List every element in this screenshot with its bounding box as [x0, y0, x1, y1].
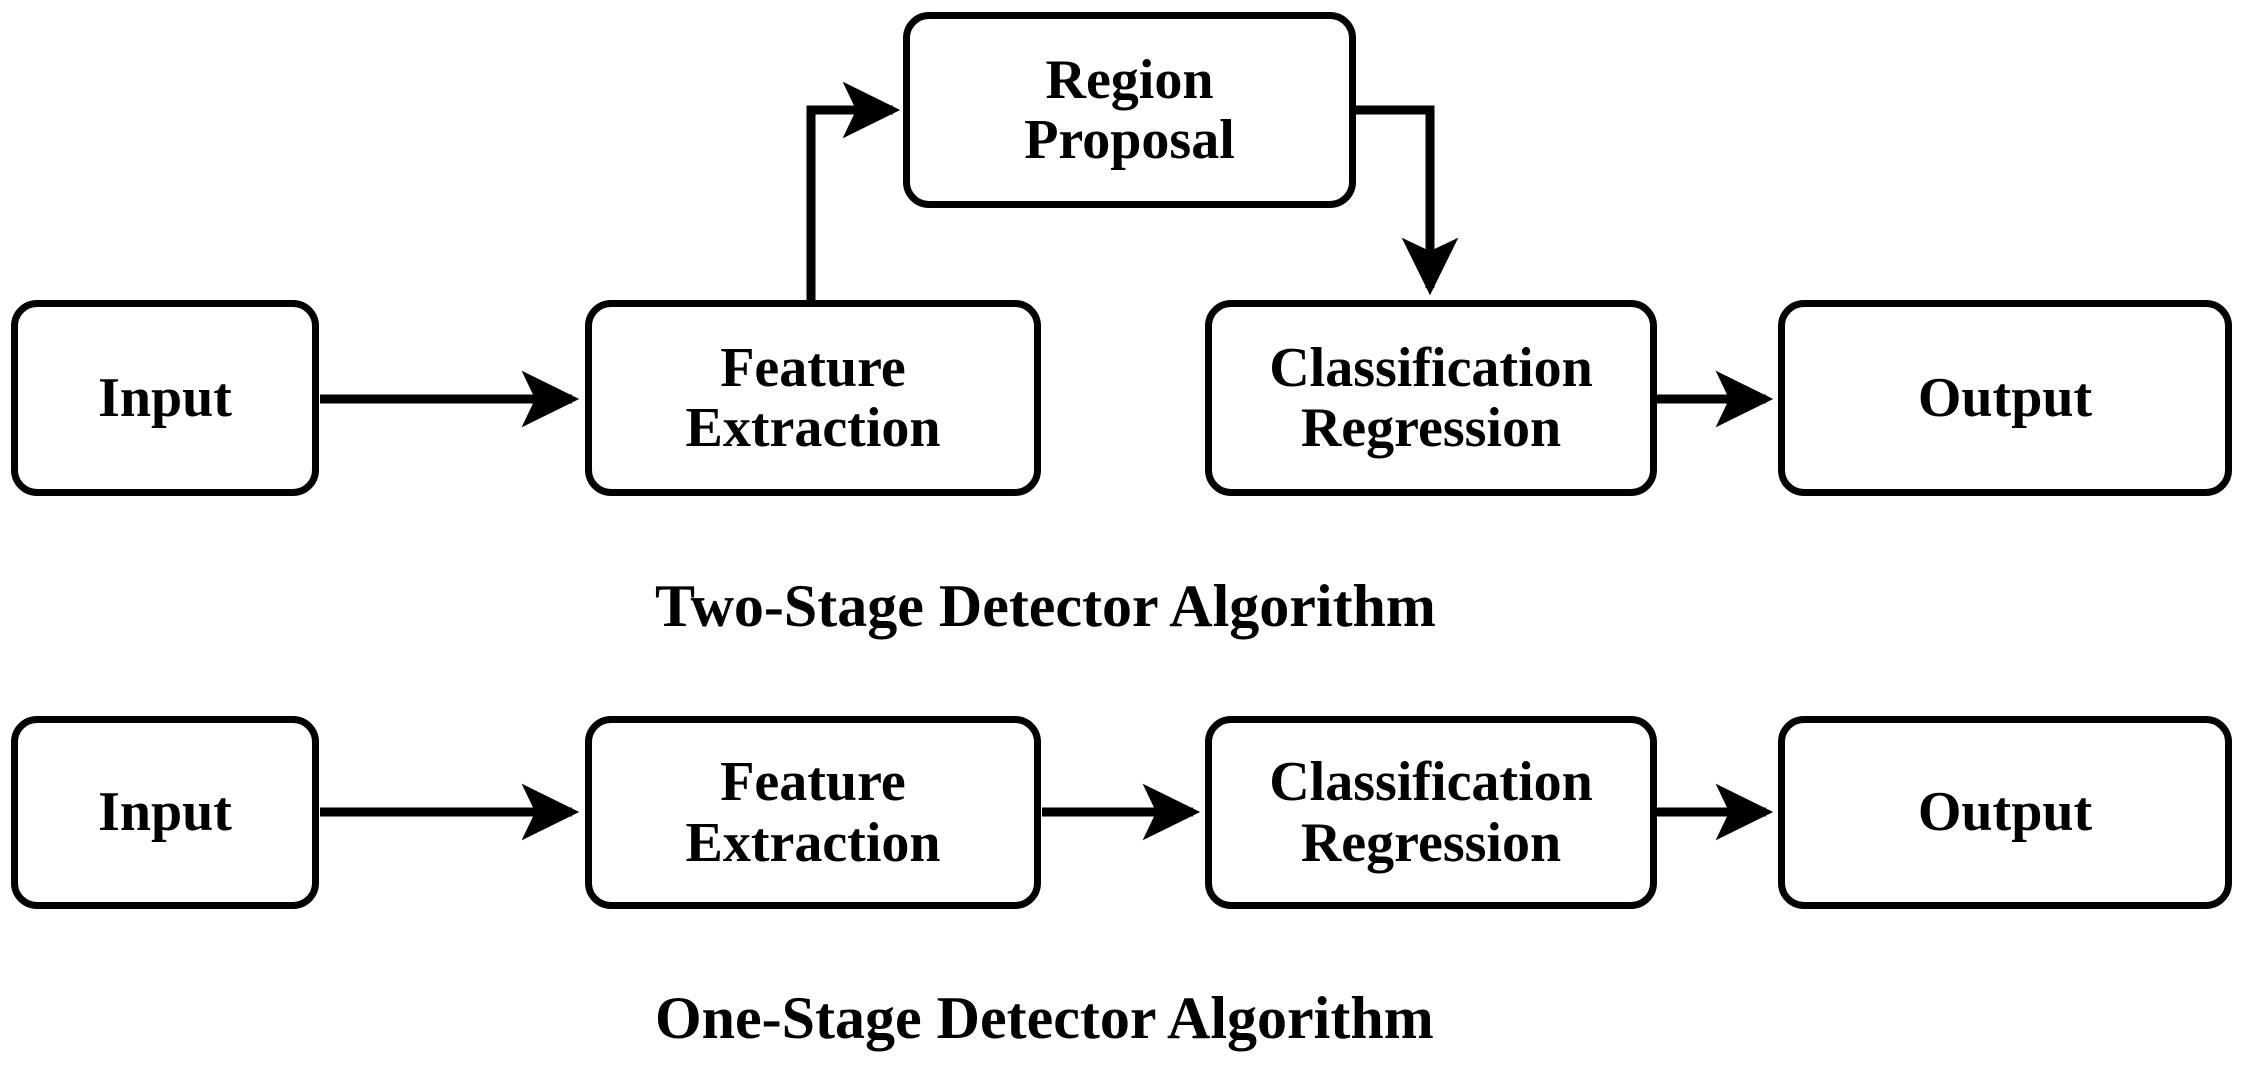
node-label-line1: Feature	[720, 751, 906, 814]
node-label-line2: Extraction	[685, 397, 941, 459]
edge-region-to-classification	[1355, 105, 1459, 296]
node-input-two-stage[interactable]: Input	[11, 300, 319, 496]
caption-one-stage-detector-algorithm: One-Stage Detector Algorithm	[655, 985, 1434, 1051]
node-label-line1: Classification	[1269, 751, 1593, 814]
node-label-line2: Extraction	[685, 811, 941, 874]
node-label-line1: Input	[98, 366, 232, 429]
node-feature-extraction-one-stage[interactable]: Feature Extraction	[585, 716, 1041, 909]
node-feature-extraction-two-stage[interactable]: Feature Extraction	[585, 300, 1041, 496]
node-input-one-stage[interactable]: Input	[11, 716, 319, 909]
node-label-line1: Input	[98, 781, 232, 844]
node-label-line1: Output	[1917, 781, 2093, 844]
node-output-two-stage[interactable]: Output	[1778, 300, 2232, 496]
node-label-line1: Region	[1045, 48, 1214, 111]
edge-feature-to-region	[806, 81, 901, 300]
node-label-line1: Output	[1917, 366, 2093, 429]
node-label-line1: Feature	[720, 336, 906, 399]
node-label-line2: Regression	[1300, 811, 1562, 874]
node-label-line2: Proposal	[1024, 109, 1235, 171]
node-output-one-stage[interactable]: Output	[1778, 716, 2232, 909]
node-classification-regression-two-stage[interactable]: Classification Regression	[1205, 300, 1657, 496]
caption-two-stage-detector-algorithm: Two-Stage Detector Algorithm	[655, 573, 1436, 639]
node-label-line2: Regression	[1300, 397, 1562, 459]
node-region-proposal-two-stage[interactable]: Region Proposal	[903, 12, 1356, 208]
node-label-line1: Classification	[1269, 336, 1593, 399]
node-classification-regression-one-stage[interactable]: Classification Regression	[1205, 716, 1657, 909]
